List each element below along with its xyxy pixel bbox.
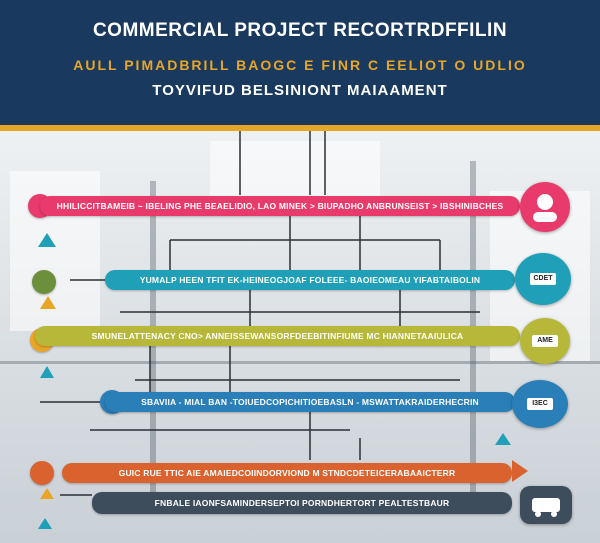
background-column	[150, 181, 156, 511]
background-window	[210, 141, 380, 201]
row-4-badge-label: I3EC	[527, 398, 553, 410]
row-2-badge: CDET	[515, 253, 571, 305]
row-4-badge: I3EC	[512, 380, 568, 428]
row-2-pointer-icon	[40, 296, 56, 309]
row-5-pointer-icon	[40, 488, 54, 499]
vehicle-icon	[532, 498, 560, 517]
row-3-bar: SMUNELATTENACY CNO> ANNEISSEWANSORFDEEBI…	[35, 326, 520, 346]
row-3-badge: AME	[520, 318, 570, 364]
row-4-pointer-icon	[495, 433, 511, 445]
person-icon	[533, 194, 557, 222]
background-beam	[0, 361, 600, 364]
row-2-bar: YUMALP HEEN TFIT EK-HEINEOGJOAF FOLEEE- …	[105, 270, 515, 290]
row-3-badge-label: AME	[532, 335, 558, 347]
row-1-bar: HHILICCITBAMEIB ~ IBELING PHE BEAELIDIO,…	[40, 196, 520, 216]
row-2-marker	[32, 270, 56, 294]
row-2-badge-label: CDET	[530, 273, 556, 285]
row-6-bar: FNBALE IAONFSAMINDERSEPTOI PORNDHERTORT …	[92, 492, 512, 514]
row-6-pointer-icon	[38, 518, 52, 529]
header-banner	[0, 0, 600, 127]
header-accent-rule	[0, 125, 600, 131]
row-1-pointer-icon	[38, 233, 56, 247]
row-5-bar: GUIC RUE TTIC AIE AMAIEDCOIINDORVIOND M …	[62, 463, 512, 483]
row-5-arrow-icon	[512, 460, 528, 482]
row-4-bar: SBAVIIA - MIAL BAN -TOIUEDCOPICHITIOEBAS…	[105, 392, 515, 412]
row-1-badge	[520, 182, 570, 232]
diagram-subtitle: AULL PIMADBRILL BAOGC E FINR C EELIOT O …	[73, 57, 527, 73]
row-3-pointer-icon	[40, 366, 54, 378]
diagram-tagline: TOYVIFUD BELSINIONT MAIAAMENT	[152, 82, 448, 99]
diagram-title: COMMERCIAL PROJECT RECORTRDFFILIN	[92, 20, 508, 41]
row-6-badge	[520, 486, 572, 524]
row-5-marker	[30, 461, 54, 485]
